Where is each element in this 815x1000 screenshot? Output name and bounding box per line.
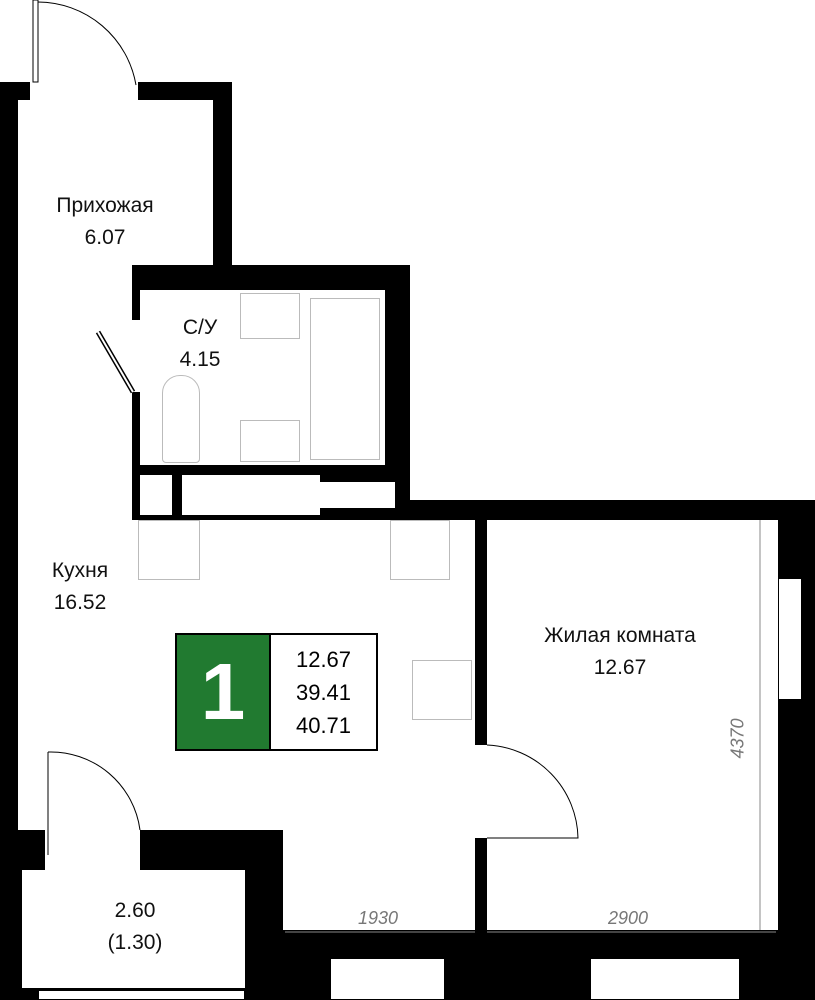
kitchen-sink: [138, 520, 200, 580]
stove: [390, 520, 450, 580]
room-area: 4.15: [179, 348, 221, 371]
toilet: [162, 375, 200, 463]
room-area: 16.52: [53, 591, 107, 614]
kitchen-label: Кухня 16.52: [40, 555, 120, 619]
room-name: Прихожая: [56, 194, 154, 217]
wall: [475, 518, 487, 745]
wall: [213, 82, 232, 282]
living-area: 12.67: [295, 646, 352, 672]
room-name: Жилая комната: [544, 624, 696, 647]
wall: [410, 500, 815, 520]
living-depth-dimension: 4370: [727, 718, 748, 759]
shaft-box: [140, 475, 172, 515]
summary-badge: 1 12.67 39.41 40.71: [175, 633, 378, 751]
shaft-box: [320, 482, 395, 508]
wall: [138, 82, 232, 100]
washbasin: [240, 420, 300, 462]
room-name: С/У: [182, 316, 218, 339]
window: [778, 578, 802, 700]
washing-machine: [240, 293, 300, 339]
area-summary: 12.67 39.41 40.71: [271, 635, 376, 749]
wall: [245, 830, 283, 1000]
balcony-reduced-area: (1.30): [107, 931, 163, 954]
dishwasher: [412, 660, 472, 720]
wall: [132, 265, 410, 290]
window: [330, 958, 445, 1000]
hallway-label: Прихожая 6.07: [40, 190, 170, 254]
kitchen-width-dimension: 1930: [358, 908, 399, 928]
shaft-box: [182, 475, 320, 515]
wall: [132, 283, 140, 320]
living-room-label: Жилая комната 12.67: [520, 620, 720, 684]
balcony-area: 2.60: [114, 899, 156, 922]
total-area: 39.41: [295, 679, 352, 705]
rooms-count: 1: [177, 635, 271, 749]
window: [590, 958, 740, 1000]
balcony-label: 2.60 (1.30): [90, 895, 180, 959]
bathtub: [310, 298, 380, 460]
room-name: Кухня: [51, 559, 109, 582]
wall: [0, 82, 18, 832]
bathroom-label: С/У 4.15: [160, 312, 240, 376]
total-area-with-balcony: 40.71: [295, 712, 352, 738]
living-width-dimension: 2900: [608, 908, 649, 928]
wall: [0, 830, 22, 1000]
wall: [475, 838, 487, 938]
room-area: 12.67: [593, 656, 647, 679]
room-area: 6.07: [84, 226, 126, 249]
wall: [132, 392, 140, 520]
